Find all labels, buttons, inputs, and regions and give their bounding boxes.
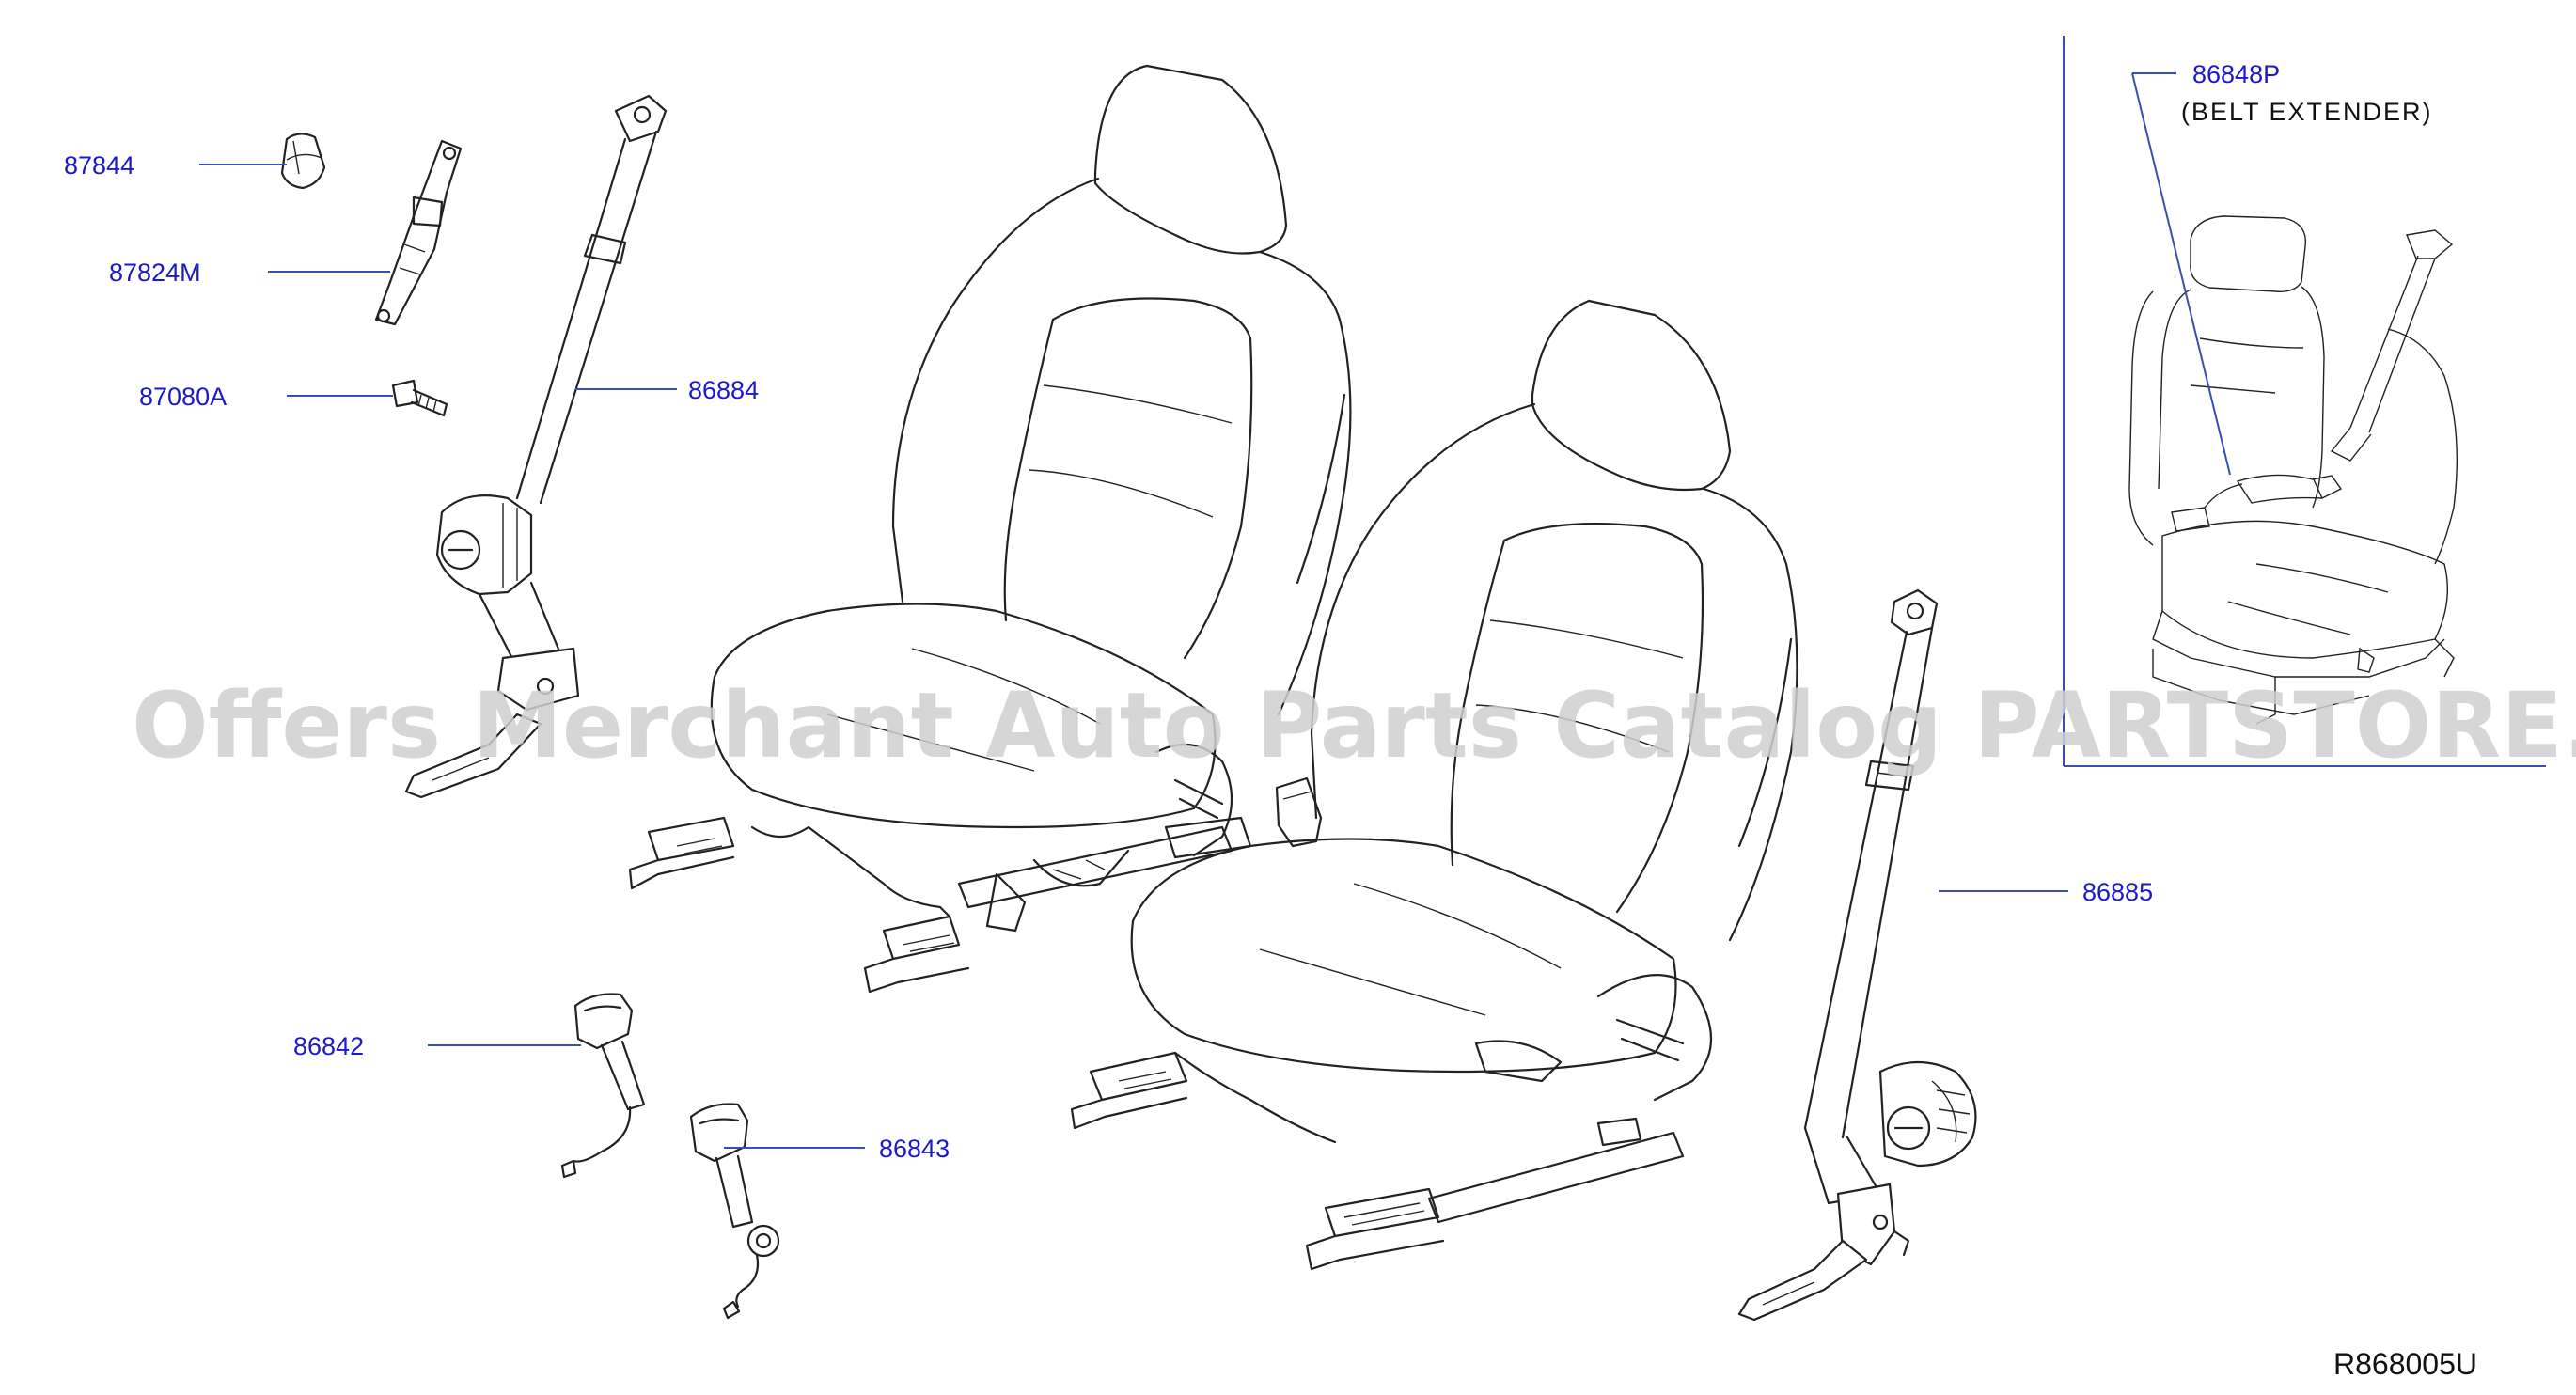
part-87844-cap (280, 133, 326, 190)
part-86885-seat-belt-right (1737, 588, 1977, 1322)
label-87844[interactable]: 87844 (64, 151, 134, 180)
label-86884[interactable]: 86884 (688, 376, 759, 404)
label-87080a[interactable]: 87080A (139, 383, 227, 411)
leader-86848p (2131, 72, 2231, 476)
label-87824m[interactable]: 87824M (109, 259, 201, 287)
reference-code: R868005U (2333, 1347, 2477, 1381)
label-86848p-note: (BELT EXTENDER) (2181, 98, 2433, 126)
label-86885[interactable]: 86885 (2082, 878, 2153, 906)
seat-right (1070, 299, 1798, 1271)
label-86843[interactable]: 86843 (879, 1135, 950, 1163)
label-86848p[interactable]: 86848P (2192, 60, 2280, 88)
part-86884-seat-belt-left (404, 94, 668, 799)
belt-extender-inset: 86848P (BELT EXTENDER) (2063, 36, 2546, 767)
seat-left (628, 64, 1352, 994)
part-86842-buckle (560, 993, 646, 1179)
part-86843-buckle (689, 1103, 780, 1320)
watermark: Offers Merchant Auto Parts Catalog PARTS… (132, 673, 2576, 778)
inset-seat-illustration (2128, 215, 2458, 725)
part-87080a-bolt (391, 379, 448, 417)
label-86842[interactable]: 86842 (293, 1032, 364, 1060)
part-87824m-adjuster (374, 139, 463, 326)
